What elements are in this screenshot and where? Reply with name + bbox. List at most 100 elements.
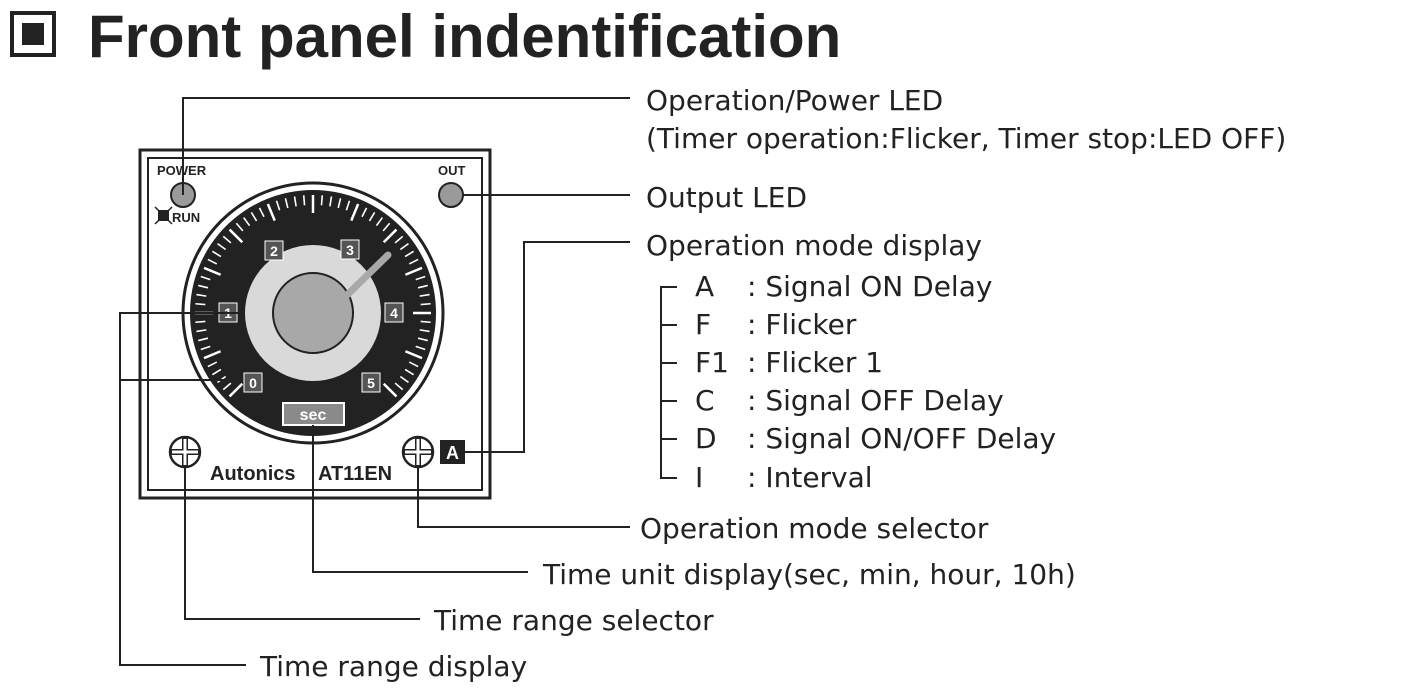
dial-tick [419, 329, 430, 333]
time-dial[interactable]: 0 1 2 3 4 5 s [181, 181, 445, 445]
mode-code-a: A [695, 270, 714, 303]
operation-mode-selector-screw-icon[interactable] [401, 435, 435, 469]
dial-tick [235, 222, 244, 232]
dial-tick [382, 222, 391, 232]
dial-tick [361, 207, 368, 218]
mode-desc-i: : Interval [747, 461, 873, 494]
dial-tick [420, 320, 431, 324]
callout-range-display: Time range display [259, 650, 527, 683]
leader-lines [119, 97, 677, 666]
dial-tick [302, 195, 306, 206]
leader-power-led [182, 97, 630, 195]
dial-tick [337, 198, 342, 209]
dial-tick [211, 250, 222, 258]
dial-tick [417, 337, 428, 342]
mode-desc-d: : Signal ON/OFF Delay [747, 422, 1056, 455]
power-label: POWER [157, 163, 207, 178]
panel-inner-frame [147, 157, 483, 491]
mode-code-i: I [695, 461, 703, 494]
dial-tick [404, 350, 423, 360]
dial-tick [211, 368, 222, 376]
dial-tick [222, 382, 232, 391]
leader-mode-selector [417, 467, 630, 528]
title-bullet-inner [22, 23, 44, 45]
dial-tick [200, 345, 211, 351]
leader-mode-bracket [660, 286, 677, 479]
leader-mode-display [465, 241, 630, 453]
dial-pointer [341, 251, 392, 301]
svg-text:0: 0 [249, 375, 257, 391]
run-label: RUN [172, 210, 200, 225]
dial-tick [394, 382, 404, 391]
dial-tick [207, 361, 218, 368]
dial-tick [228, 382, 244, 398]
dial-number-5: 5 [361, 372, 381, 393]
callout-mode-display: Operation mode display [646, 229, 982, 262]
model-number: AT11EN [318, 463, 392, 485]
dial-tick [250, 211, 258, 222]
callout-mode-selector: Operation mode selector [640, 512, 989, 545]
dial-tick [345, 200, 351, 211]
dial-tick [228, 228, 244, 244]
dial-tick [399, 375, 409, 384]
mode-desc-f: : Flicker [747, 308, 857, 341]
dial-tick [284, 198, 289, 209]
dial-tick [415, 345, 426, 351]
operation-mode-indicator: A [440, 440, 465, 464]
dial-tick [217, 242, 227, 251]
dial-number-0: 0 [243, 372, 263, 393]
dial-tick [196, 293, 207, 297]
callout-labels: Operation/Power LED (Timer operation:Fli… [259, 84, 1286, 683]
svg-text:A: A [446, 443, 459, 463]
dial-tick [207, 258, 218, 265]
dial-knob [272, 272, 354, 354]
dial-tick [419, 293, 430, 297]
dial-tick [198, 284, 209, 289]
dial-tick [368, 211, 376, 222]
dial-tick [375, 217, 384, 227]
dial-tick [195, 320, 206, 324]
dial-tick [408, 258, 419, 265]
svg-text:4: 4 [390, 305, 398, 321]
dial-tick [417, 284, 428, 289]
brand-logo: Autonics [210, 463, 296, 485]
dial-tick [404, 368, 415, 376]
dial-tick [408, 361, 419, 368]
dial-tick [258, 207, 265, 218]
callout-power-led: Operation/Power LED [646, 84, 943, 117]
dial-tick [320, 195, 324, 206]
dial-tick [415, 275, 426, 281]
dial-tick [350, 203, 360, 222]
callout-power-led-note: (Timer operation:Flicker, Timer stop:LED… [646, 122, 1286, 155]
leader-range-display [119, 312, 246, 666]
callout-output-led: Output LED [646, 181, 807, 214]
callout-range-selector: Time range selector [433, 604, 714, 637]
svg-text:5: 5 [367, 375, 375, 391]
dial-tick [196, 329, 207, 333]
dial-tick [275, 200, 281, 211]
dial-tick [329, 196, 333, 207]
title-bullet-icon [10, 11, 56, 57]
mode-code-c: C [695, 384, 715, 417]
dial-tick [203, 266, 222, 276]
dial-tick [382, 382, 398, 398]
dial-tick [394, 235, 404, 244]
dial-tick [293, 196, 297, 207]
dial-tick [242, 217, 251, 227]
mode-code-d: D [695, 422, 717, 455]
mode-desc-c: : Signal OFF Delay [747, 384, 1004, 417]
time-range-selector-screw-icon[interactable] [168, 435, 202, 469]
dial-tick [404, 266, 423, 276]
dial-tick [195, 302, 206, 306]
svg-text:2: 2 [270, 243, 278, 259]
dial-tick [203, 350, 222, 360]
dial-tick [404, 250, 415, 258]
dial-number-4: 4 [384, 302, 404, 323]
leader-range-selector [184, 467, 420, 620]
dial-number-2: 2 [264, 240, 284, 261]
output-led [438, 182, 464, 208]
time-unit-window: sec [282, 402, 345, 426]
mode-desc-f1: : Flicker 1 [747, 346, 883, 379]
time-unit-label: sec [300, 407, 327, 424]
